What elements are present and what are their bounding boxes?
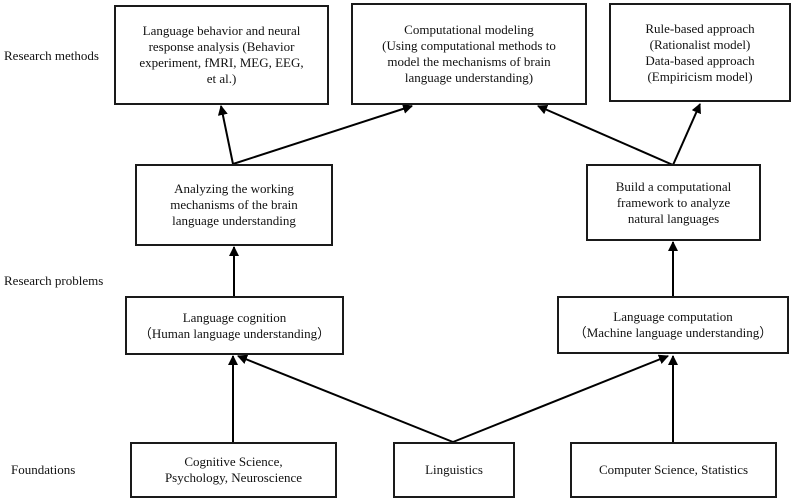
node-text-line: framework to analyze [616, 194, 731, 210]
node-text-line: （Machine language understanding） [573, 325, 773, 340]
edge-analyzing-to-computational-modeling [232, 104, 413, 165]
node-text-line: Computational modeling [404, 22, 534, 37]
node-analyzing-mechanisms: Analyzing the working mechanisms of the … [135, 164, 333, 246]
node-text-line: language understanding [172, 213, 296, 228]
node-text-line: et al.) [206, 71, 237, 86]
node-computational-framework: Build a computational framework to analy… [586, 164, 761, 241]
edge-framework-to-computational-modeling [537, 105, 674, 166]
node-linguistics: Linguistics [393, 442, 515, 498]
node-text-line: Data-based approach [645, 52, 755, 68]
node-behavior-analysis: Language behavior and neural response an… [114, 5, 329, 105]
edge-analyzing-to-behavior-analysis [217, 105, 234, 165]
node-text-line: （Human language understanding） [138, 325, 331, 341]
node-text-line: natural languages [627, 210, 720, 226]
edge-linguistics-to-language-computation [452, 354, 669, 443]
node-text-line: experiment, fMRI, MEG, EEG, [139, 55, 304, 70]
row-label-research-problems: Research problems [4, 273, 104, 288]
node-text-line: Cognitive Science, [184, 454, 283, 469]
node-text-line: Language computation [613, 309, 733, 324]
node-computational-modeling: Computational modeling (Using computatio… [351, 3, 587, 105]
row-label-research-methods: Research methods [4, 48, 99, 63]
node-text-line: model the mechanisms of brain [387, 54, 551, 69]
node-text-line: Rule-based approach [645, 20, 755, 36]
node-text-line: mechanisms of the brain [170, 197, 298, 212]
node-text-line: Linguistics [425, 462, 483, 477]
node-cognitive-science: Cognitive Science, Psychology, Neuroscie… [130, 442, 337, 498]
row-label-foundations: Foundations [11, 462, 76, 477]
edge-linguistics-to-language-cognition [237, 354, 454, 443]
node-text-line: language understanding) [404, 70, 534, 85]
node-rule-data-approach: Rule-based approach (Rationalist model) … [609, 3, 791, 102]
node-text-line: Build a computational [615, 178, 732, 194]
node-text-line: Computer Science, Statistics [598, 462, 749, 477]
node-language-cognition: Language cognition （Human language under… [125, 296, 344, 355]
node-text-line: (Using computational methods to [382, 38, 556, 53]
node-computer-science: Computer Science, Statistics [570, 442, 777, 498]
node-text-line: Psychology, Neuroscience [164, 470, 303, 485]
edge-framework-to-rule-data-approach [672, 103, 701, 166]
node-text-line: Language cognition [182, 309, 287, 325]
node-text-line: Analyzing the working [174, 181, 294, 196]
node-text-line: Language behavior and neural [142, 23, 301, 38]
node-text-line: (Empiricism model) [647, 68, 753, 84]
node-text-line: response analysis (Behavior [148, 39, 295, 54]
node-language-computation: Language computation （Machine language u… [557, 296, 789, 354]
node-text-line: (Rationalist model) [649, 36, 751, 52]
